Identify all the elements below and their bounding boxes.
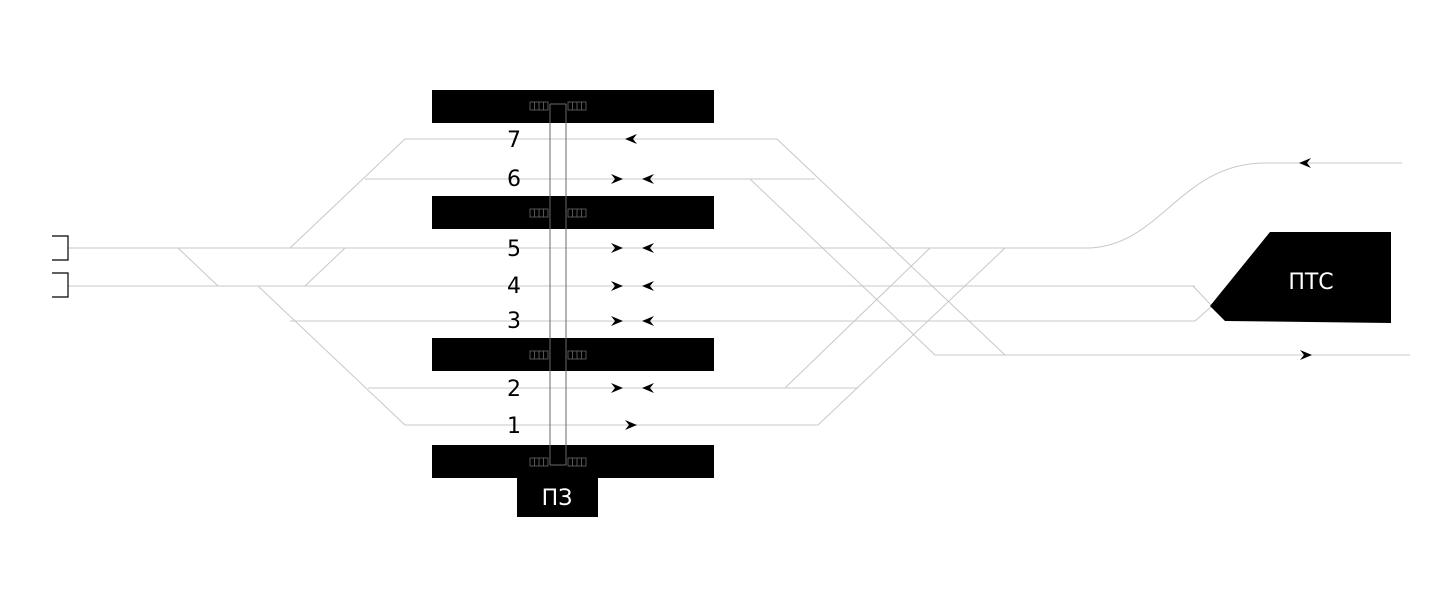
platform-3 [432,338,714,371]
arrow-right-icon-track-4 [611,281,623,291]
exit-curve [1085,162,1266,249]
arrow-left-icon-track-4 [642,281,654,291]
arrow-left-icon-exit [1299,158,1311,168]
switch [1192,285,1213,307]
track-number-3: 3 [507,309,521,334]
arrow-left-icon-track-2 [642,383,654,393]
bridge-stairs [529,101,587,467]
buffer-stops [52,235,69,298]
platform-4 [432,445,714,478]
arrow-right-icon-track-5 [611,243,623,253]
arrow-left-icon-track-7 [625,134,637,144]
track-number-5: 5 [507,237,521,262]
track-number-1: 1 [507,414,521,439]
arrow-left-icon-track-3 [642,316,654,326]
switch [817,247,1006,426]
platforms [432,90,714,478]
arrow-right-icon-track-1 [625,420,637,430]
platform-1 [432,90,714,123]
arrow-right-icon-track-3 [611,316,623,326]
station-building: ПЗ [517,478,598,517]
switch-lines [177,138,1213,426]
track-number-4: 4 [507,274,521,299]
arrow-right-icon-track-6 [611,174,623,184]
switch [1194,305,1213,322]
track-lines [68,138,1410,426]
switch [784,247,931,389]
switch [289,138,406,249]
arrow-left-icon-track-6 [642,174,654,184]
depot-box [1210,232,1391,323]
depot-label: ПТС [1288,270,1333,295]
switch [304,247,346,287]
track-number-6: 6 [507,167,521,192]
buffer-stop-icon [52,235,69,261]
station-building-box [517,478,598,517]
depot: ПТС [1210,232,1391,323]
pedestrian-bridge [529,101,587,467]
switch [776,138,1006,356]
switch [257,285,406,426]
station-building-label: ПЗ [542,486,573,511]
arrow-right-icon-track-2 [611,383,623,393]
track-number-2: 2 [507,377,521,402]
platform-2 [432,196,714,229]
switch [177,247,219,287]
track-number-7: 7 [507,128,521,153]
switch [749,178,936,356]
buffer-stop-icon [52,272,69,298]
direction-arrows [611,134,1312,430]
track-numbers: 7 6 5 4 3 2 1 [507,128,521,439]
arrow-right-icon-exit [1300,350,1312,360]
arrow-left-icon-track-5 [642,243,654,253]
